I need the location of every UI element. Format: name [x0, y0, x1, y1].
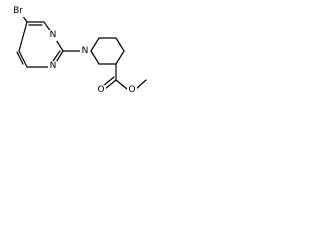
atom-n-pyrimidine-2: N [50, 61, 57, 71]
bond-o-methyl [135, 79, 147, 90]
bond-piperidine [90, 50, 100, 65]
chemical-structure-diagram: Br N N N O O [10, 5, 147, 96]
bonds [16, 11, 147, 90]
bond-pyrimidine [18, 21, 28, 52]
atom-labels: Br N N N O O [10, 5, 137, 96]
atom-n-piperidine: N [82, 46, 89, 56]
atom-o-carbonyl: O [97, 85, 104, 95]
bond-c-o-double [104, 79, 117, 90]
bond-pyrimidine-double [52, 50, 61, 62]
bond-c-o-double-2 [102, 76, 115, 87]
bond-pyrimidine [18, 50, 28, 68]
atom-n-pyrimidine-1: N [50, 30, 57, 40]
atom-br: Br [13, 6, 23, 16]
bond-pyrimidine-double [16, 51, 24, 65]
bond-piperidine [115, 50, 125, 65]
atom-o-ester: O [128, 85, 135, 95]
bond-piperidine [90, 37, 100, 52]
bond-piperidine [115, 37, 125, 52]
bond-c-o-single [115, 79, 128, 90]
